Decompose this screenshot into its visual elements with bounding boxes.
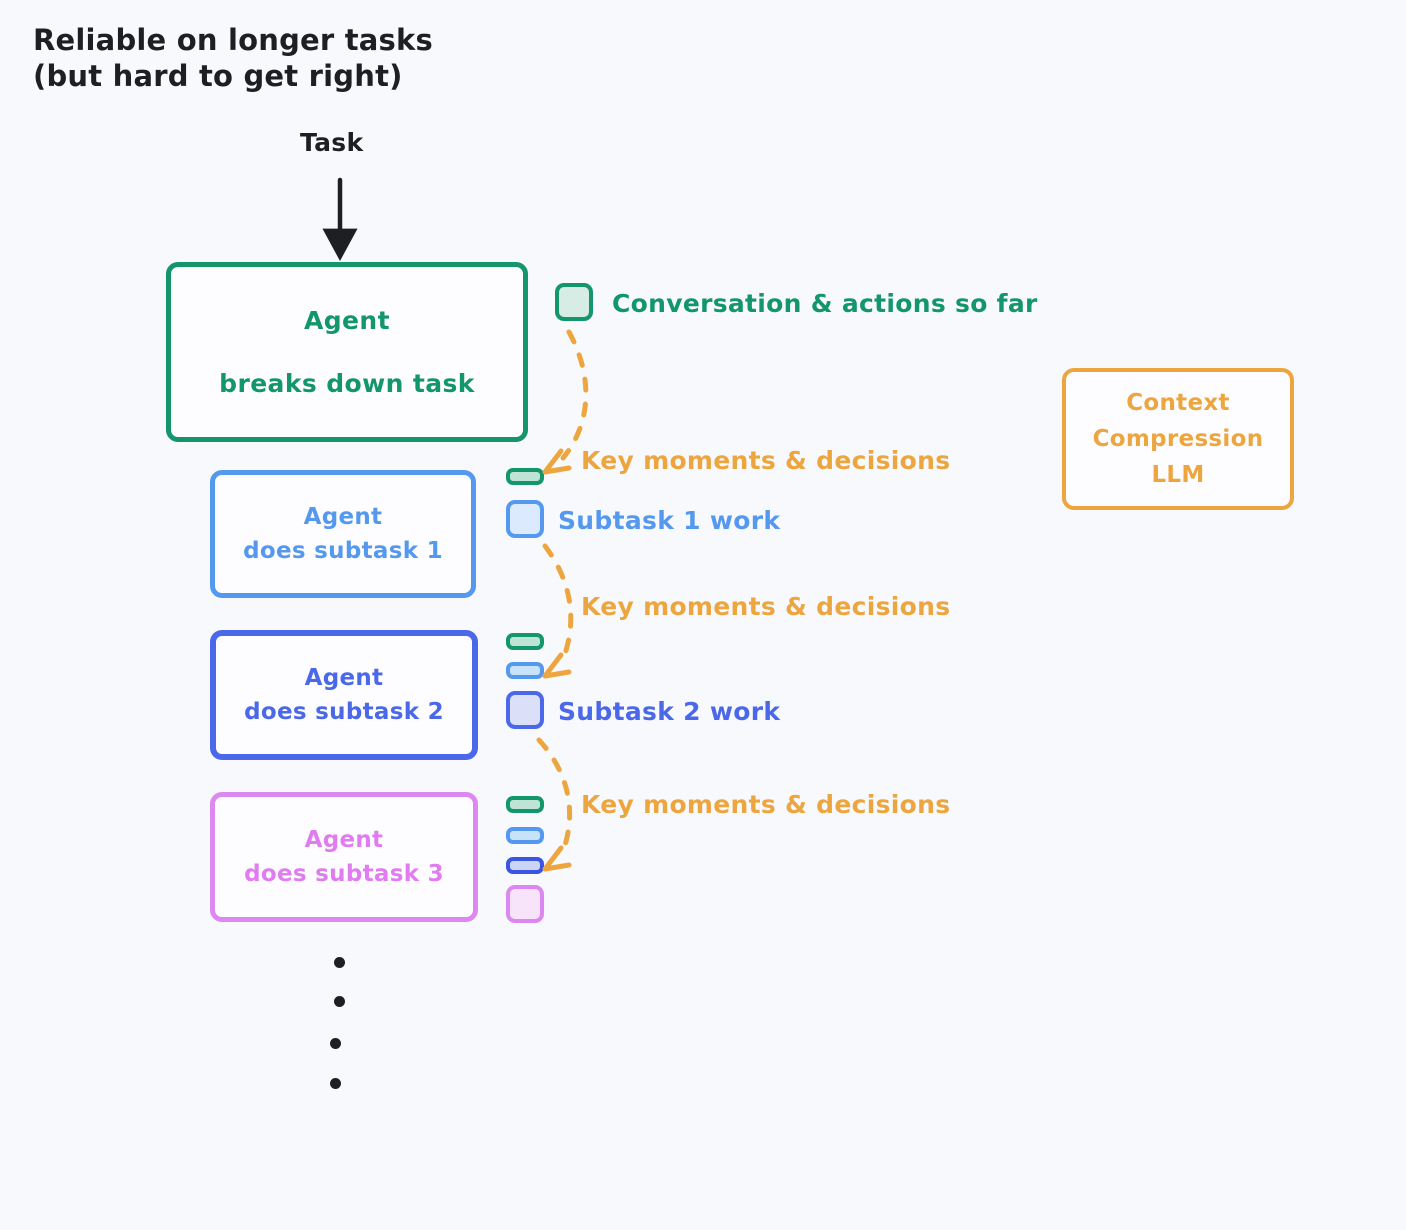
pink-square-icon	[506, 885, 544, 923]
node-agent-breaks-down-task[interactable]: Agent breaks down task	[166, 262, 528, 442]
indigo-compressed-chip-icon	[506, 857, 544, 874]
legend-label-subtask2-work: Subtask 2 work	[558, 697, 781, 726]
annotation-key-moments-2: Key moments & decisions	[581, 592, 951, 621]
green-compressed-chip-icon	[506, 633, 544, 650]
annotation-key-moments-3: Key moments & decisions	[581, 790, 951, 819]
node-sub2-line1: Agent	[304, 665, 384, 691]
node-sub1-line1: Agent	[303, 504, 383, 530]
node-agent-does-subtask-3[interactable]: Agent does subtask 3	[210, 792, 478, 922]
node-context-compression-llm[interactable]: Context Compression LLM	[1062, 368, 1294, 510]
blue-compressed-chip-icon	[506, 827, 544, 844]
indigo-square-icon	[506, 691, 544, 729]
node-sub3-line2: does subtask 3	[244, 861, 444, 887]
annotation-key-moments-1: Key moments & decisions	[581, 446, 951, 475]
blue-square-icon	[506, 500, 544, 538]
compression-arrow-1	[542, 329, 589, 475]
compression-arrow-2	[542, 543, 574, 679]
node-sub2-line2: does subtask 2	[244, 699, 444, 725]
node-ccllm-line3: LLM	[1151, 462, 1205, 488]
green-compressed-chip-icon	[506, 468, 544, 485]
continuation-dot	[330, 1078, 341, 1089]
page-title: Reliable on longer tasks (but hard to ge…	[33, 23, 433, 93]
node-ccllm-line2: Compression	[1092, 426, 1264, 452]
node-root-line1: Agent	[304, 306, 390, 335]
continuation-dot	[334, 957, 345, 968]
node-ccllm-line1: Context	[1126, 390, 1230, 416]
node-sub3-line1: Agent	[304, 827, 384, 853]
green-compressed-chip-icon	[506, 796, 544, 813]
node-sub1-line2: does subtask 1	[243, 538, 443, 564]
green-square-icon	[555, 283, 593, 321]
node-root-line2: breaks down task	[219, 369, 475, 398]
task-label: Task	[300, 128, 364, 157]
legend-label-subtask1-work: Subtask 1 work	[558, 506, 781, 535]
continuation-dot	[330, 1038, 341, 1049]
legend-label-conversation: Conversation & actions so far	[612, 289, 1038, 318]
node-agent-does-subtask-2[interactable]: Agent does subtask 2	[210, 630, 478, 760]
node-agent-does-subtask-1[interactable]: Agent does subtask 1	[210, 470, 476, 598]
continuation-dot	[334, 996, 345, 1007]
blue-compressed-chip-icon	[506, 662, 544, 679]
